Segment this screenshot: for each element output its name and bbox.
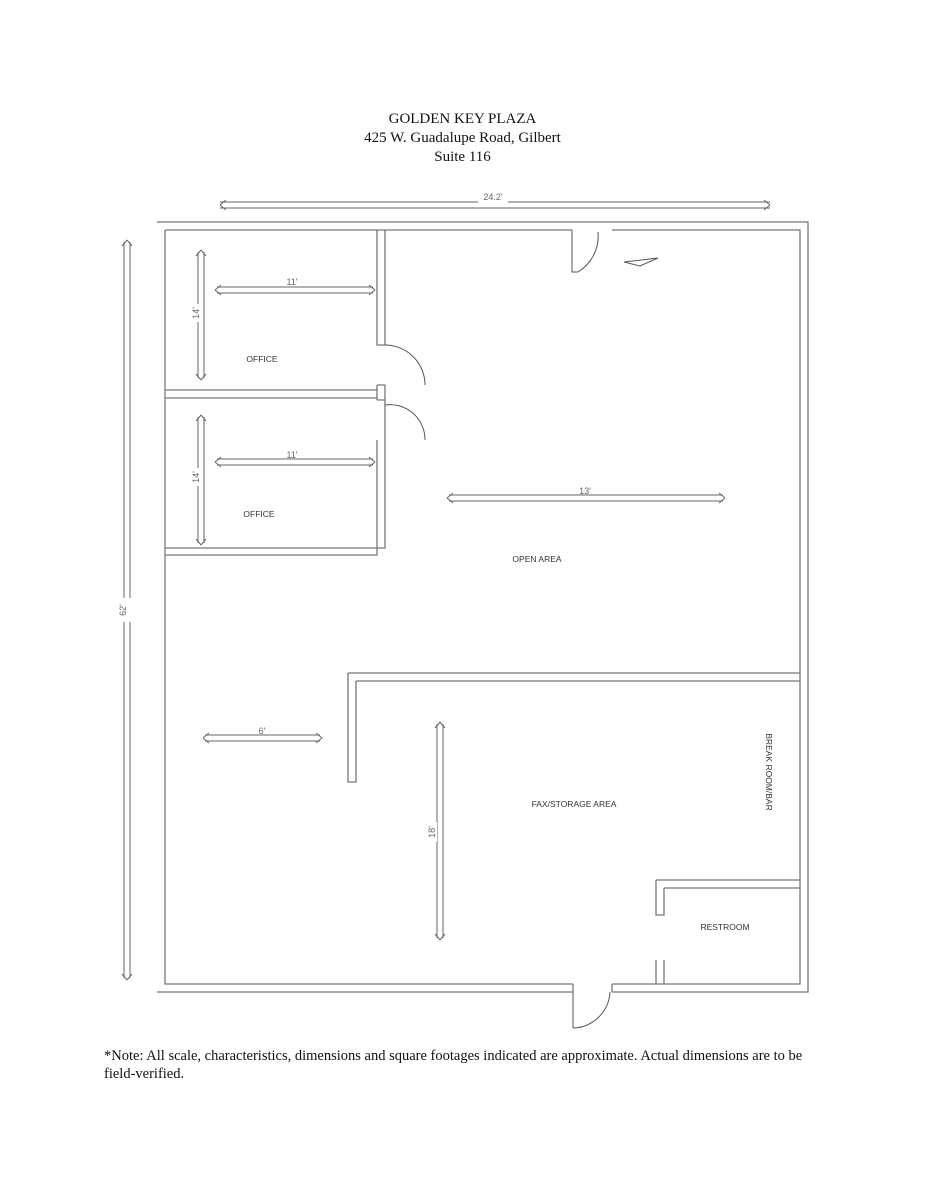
inner-wall bbox=[164, 229, 801, 985]
doors bbox=[384, 230, 659, 1029]
top-door-icon bbox=[571, 230, 599, 273]
room-label-office-2: OFFICE bbox=[243, 509, 274, 519]
office-2-door-icon bbox=[384, 404, 426, 441]
dim-office-1-width: 11' bbox=[286, 277, 297, 287]
room-label-break-room: BREAK ROOM/BAR bbox=[764, 733, 774, 810]
dim-line-corridor bbox=[202, 732, 323, 744]
dim-office-2-depth: 14' bbox=[191, 471, 201, 483]
dim-corridor: 6' bbox=[259, 726, 266, 736]
dim-office-1-depth: 14' bbox=[191, 307, 201, 319]
room-label-fax-storage: FAX/STORAGE AREA bbox=[532, 799, 617, 809]
dim-line-office-2-width bbox=[214, 456, 376, 468]
plan-title: GOLDEN KEY PLAZA bbox=[388, 111, 537, 127]
office-1-door-icon bbox=[384, 344, 426, 386]
dim-open-area: 13' bbox=[579, 486, 591, 496]
office-partition bbox=[165, 230, 386, 556]
outer-wall bbox=[157, 221, 809, 993]
dim-fax-length: 18' bbox=[427, 826, 437, 838]
dim-line-open-area bbox=[446, 492, 726, 504]
plan-suite: Suite 116 bbox=[434, 149, 491, 165]
dimension-lines bbox=[121, 199, 771, 981]
room-label-open-area: OPEN AREA bbox=[512, 554, 561, 564]
restroom-wall bbox=[655, 879, 800, 984]
dim-overall-width: 24.2' bbox=[483, 192, 503, 202]
dim-line-office-1-width bbox=[214, 284, 376, 296]
room-label-office-1: OFFICE bbox=[246, 354, 277, 364]
pen-icon bbox=[623, 257, 659, 267]
room-label-restroom: RESTROOM bbox=[700, 922, 749, 932]
dim-overall-length: 62' bbox=[118, 604, 128, 616]
dim-office-2-width: 11' bbox=[286, 450, 297, 460]
plan-address: 425 W. Guadalupe Road, Gilbert bbox=[364, 130, 561, 146]
disclaimer-note: *Note: All scale, characteristics, dimen… bbox=[104, 1048, 803, 1082]
fax-area-wall bbox=[347, 672, 800, 783]
entry-door-icon bbox=[572, 991, 611, 1029]
walls bbox=[157, 221, 809, 993]
